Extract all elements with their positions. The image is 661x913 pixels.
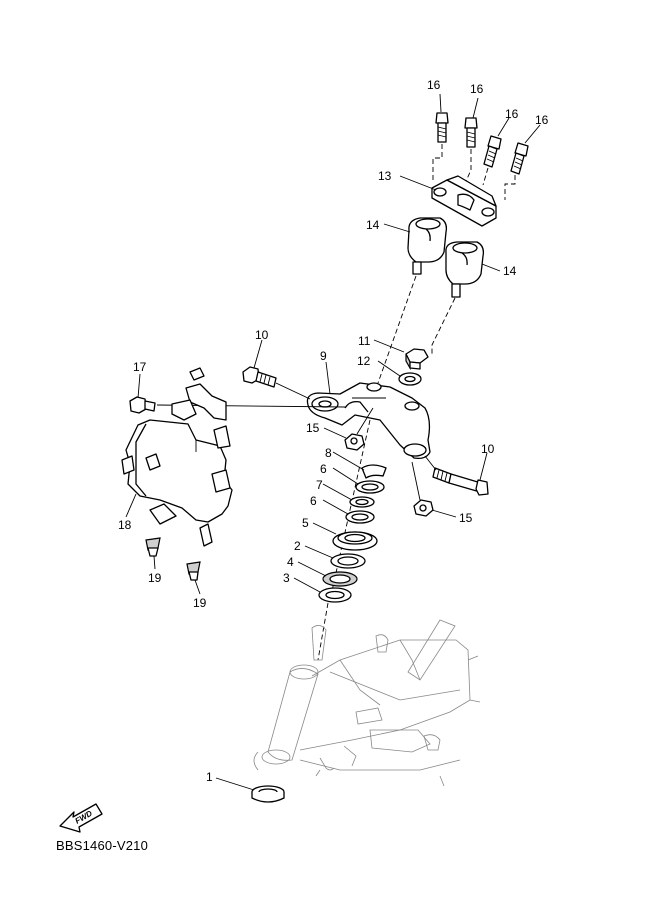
bearing-race-3 bbox=[318, 587, 352, 603]
rubber-washer-7 bbox=[349, 496, 375, 508]
callout-11: 11 bbox=[358, 334, 371, 348]
callout-2: 2 bbox=[294, 539, 301, 553]
bolt-17 bbox=[129, 396, 156, 414]
callout-5: 5 bbox=[302, 516, 309, 530]
callout-8: 8 bbox=[325, 446, 332, 460]
fwd-arrow-icon: FWD bbox=[59, 803, 103, 833]
callout-16c: 16 bbox=[505, 107, 519, 121]
lower-handlebar-holder-14a bbox=[407, 217, 448, 275]
frame-head-pipe bbox=[253, 602, 481, 787]
bearing-cover-5 bbox=[332, 531, 378, 551]
bearing-race-2 bbox=[330, 553, 366, 569]
callout-3: 3 bbox=[283, 571, 290, 585]
diagram-code: BBS1460-V210 bbox=[56, 838, 149, 853]
callout-12: 12 bbox=[357, 354, 371, 368]
handlebar-bolt-16a bbox=[435, 112, 449, 143]
callout-18: 18 bbox=[118, 518, 132, 532]
callout-15b: 15 bbox=[459, 511, 473, 525]
headlight-bracket-18 bbox=[121, 367, 233, 547]
callout-13: 13 bbox=[378, 169, 392, 183]
pinch-bolt-10b bbox=[432, 467, 489, 496]
ring-nut-6a bbox=[355, 480, 385, 494]
callout-19b: 19 bbox=[193, 596, 207, 610]
callout-14a: 14 bbox=[366, 218, 380, 232]
lower-handlebar-holder-14b bbox=[445, 241, 485, 298]
damper-19b bbox=[186, 561, 201, 581]
steering-stem-nut-11 bbox=[405, 348, 429, 371]
callout-19a: 19 bbox=[148, 571, 162, 585]
callout-9: 9 bbox=[320, 349, 327, 363]
handlebar-bolt-16d bbox=[510, 142, 529, 175]
callout-6a: 6 bbox=[320, 462, 327, 476]
callout-15a: 15 bbox=[306, 421, 320, 435]
handlebar-bolt-16c bbox=[483, 135, 502, 168]
callout-7: 7 bbox=[316, 478, 323, 492]
upper-handlebar-holder-13 bbox=[431, 175, 497, 227]
callout-1: 1 bbox=[206, 770, 213, 784]
callout-16b: 16 bbox=[470, 82, 484, 96]
washer-12 bbox=[398, 372, 422, 386]
lock-washer-8 bbox=[361, 464, 387, 479]
nut-15b bbox=[413, 499, 434, 517]
upper-bracket-9 bbox=[306, 382, 431, 460]
callout-6b: 6 bbox=[310, 494, 317, 508]
callout-4: 4 bbox=[287, 555, 294, 569]
callout-14b: 14 bbox=[503, 264, 517, 278]
callout-16d: 16 bbox=[535, 113, 549, 127]
callout-16a: 16 bbox=[427, 78, 441, 92]
callout-17: 17 bbox=[133, 360, 147, 374]
bearing-1 bbox=[251, 785, 285, 803]
callout-10b: 10 bbox=[481, 442, 495, 456]
damper-19a bbox=[145, 537, 161, 557]
handlebar-bolt-16b bbox=[464, 117, 478, 148]
callout-10a: 10 bbox=[255, 328, 269, 342]
ring-nut-6b bbox=[345, 510, 375, 524]
ball-bearing-4 bbox=[322, 571, 358, 587]
nut-15a bbox=[344, 433, 365, 451]
pinch-bolt-10a bbox=[242, 366, 277, 388]
